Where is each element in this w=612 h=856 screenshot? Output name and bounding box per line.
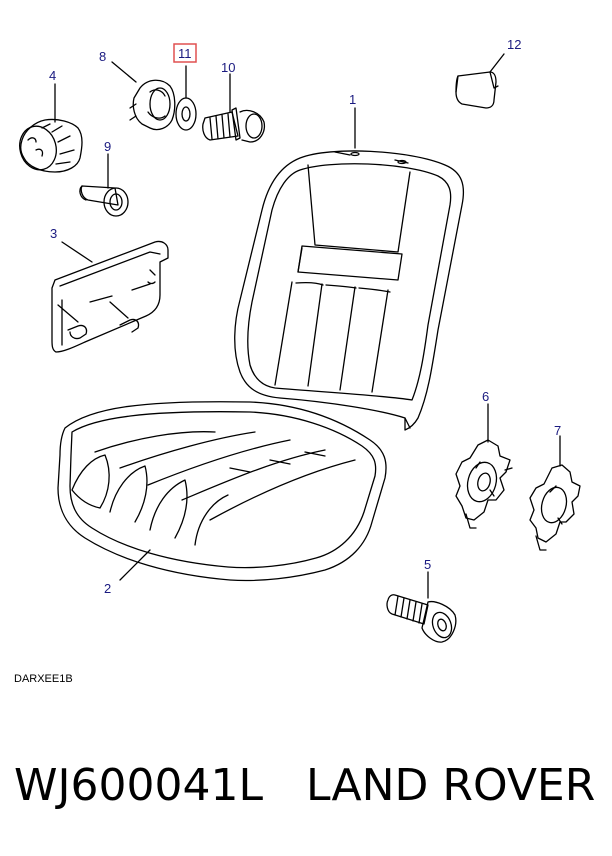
callout-2: 2 <box>104 581 111 596</box>
callout-1: 1 <box>349 92 356 107</box>
callout-7: 7 <box>554 423 561 438</box>
screw <box>386 594 457 643</box>
diagram-code: DARXEE1B <box>14 673 73 685</box>
seat-cushion <box>57 401 387 582</box>
callout-4: 4 <box>49 68 56 83</box>
bracket <box>51 240 169 353</box>
highlight-box <box>173 43 197 63</box>
callouts: 1 2 3 4 5 6 7 8 9 10 12 <box>49 37 561 596</box>
callout-12: 12 <box>507 37 521 52</box>
callout-9: 9 <box>104 139 111 154</box>
knob <box>19 118 83 173</box>
highlighted-callout-11: 11 <box>173 43 197 63</box>
callout-10: 10 <box>221 60 235 75</box>
callout-3: 3 <box>50 226 57 241</box>
seat-backrest <box>234 150 465 431</box>
retaining-clip <box>129 79 176 131</box>
callout-6: 6 <box>482 389 489 404</box>
footer-caption: WJ600041L LAND ROVER <box>0 752 612 832</box>
cap <box>455 71 499 109</box>
callout-11: 11 <box>178 46 192 61</box>
bush <box>79 185 129 217</box>
gear-plate <box>455 439 513 529</box>
exploded-parts-diagram: 1 2 3 4 5 6 7 8 9 10 12 11 <box>19 37 581 643</box>
callout-8: 8 <box>99 49 106 64</box>
leader-lines <box>54 53 561 599</box>
gear-ring <box>529 464 581 551</box>
washer <box>175 97 197 131</box>
part-number: WJ600041L <box>14 760 263 811</box>
bolt <box>202 107 266 143</box>
callout-5: 5 <box>424 557 431 572</box>
brand-name: LAND ROVER <box>306 760 596 811</box>
